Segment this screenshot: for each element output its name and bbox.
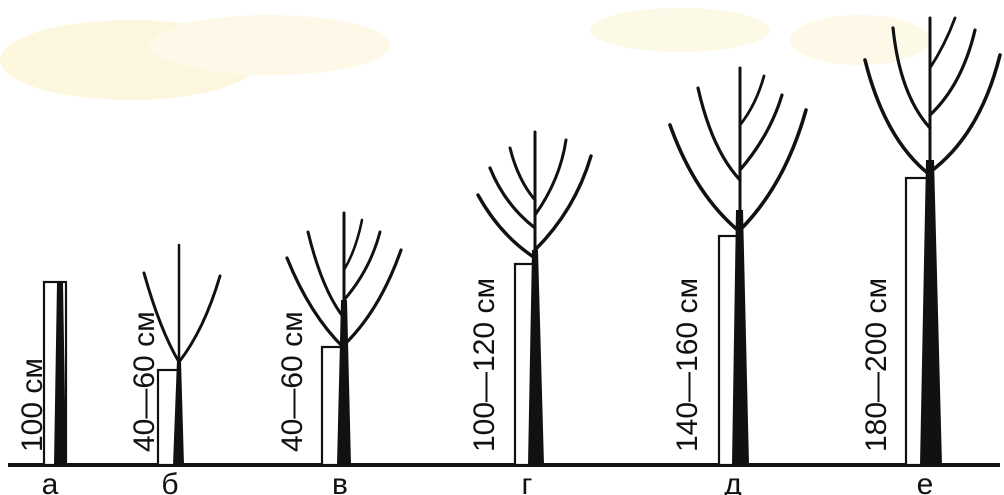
height-label: 140—160 см — [671, 278, 704, 452]
branch-right-low — [738, 108, 808, 232]
trunk — [337, 300, 351, 465]
branch-right-high — [342, 230, 382, 302]
branch-right-high — [533, 138, 568, 217]
branch-left-high — [306, 230, 346, 320]
branch-left-low — [285, 256, 346, 350]
branch-left-mid — [891, 26, 932, 130]
branch-right-low — [342, 248, 403, 347]
height-label: 40—60 см — [276, 311, 309, 452]
stage-a: 100 см а — [16, 280, 68, 495]
branch-left-mid — [696, 86, 742, 182]
trunk — [528, 250, 544, 465]
trunk — [920, 160, 942, 465]
stage-g: 100—120 см г — [468, 130, 593, 495]
branch-right-mid — [738, 93, 784, 172]
branch-top-right — [342, 218, 364, 272]
branch-right-high — [738, 74, 766, 127]
stage-e: 180—200 см е — [860, 16, 1002, 495]
trunk — [173, 360, 184, 465]
height-label: 180—200 см — [860, 278, 893, 452]
branch-right — [177, 274, 222, 364]
height-label: 100 см — [16, 358, 49, 452]
stage-letter: е — [917, 468, 934, 495]
branch-right-mid — [928, 28, 977, 117]
branch-left-low — [863, 58, 932, 177]
height-label: 40—60 см — [128, 311, 161, 452]
stage-letter: г — [522, 468, 533, 495]
stage-d: 140—160 см д — [668, 66, 808, 495]
branch-left-low — [668, 123, 742, 234]
stage-letter: в — [332, 468, 348, 495]
stage-b: 40—60 см б — [128, 243, 222, 495]
trunk — [732, 210, 749, 465]
branch-left-high — [508, 146, 537, 202]
branch-left-low — [476, 193, 537, 260]
scan-stains — [0, 8, 930, 100]
height-label: 100—120 см — [468, 278, 501, 452]
stage-letter: д — [724, 468, 742, 495]
stage-v: 40—60 см в — [276, 211, 403, 495]
branch-right-low — [533, 154, 593, 252]
branch-right-low — [928, 53, 1002, 174]
trunk — [54, 282, 66, 465]
branch-right-high — [928, 16, 957, 70]
branch-left-mid — [488, 166, 537, 230]
stage-letter: а — [42, 468, 59, 495]
branch-left — [142, 271, 181, 364]
stage-letter: б — [161, 468, 178, 495]
